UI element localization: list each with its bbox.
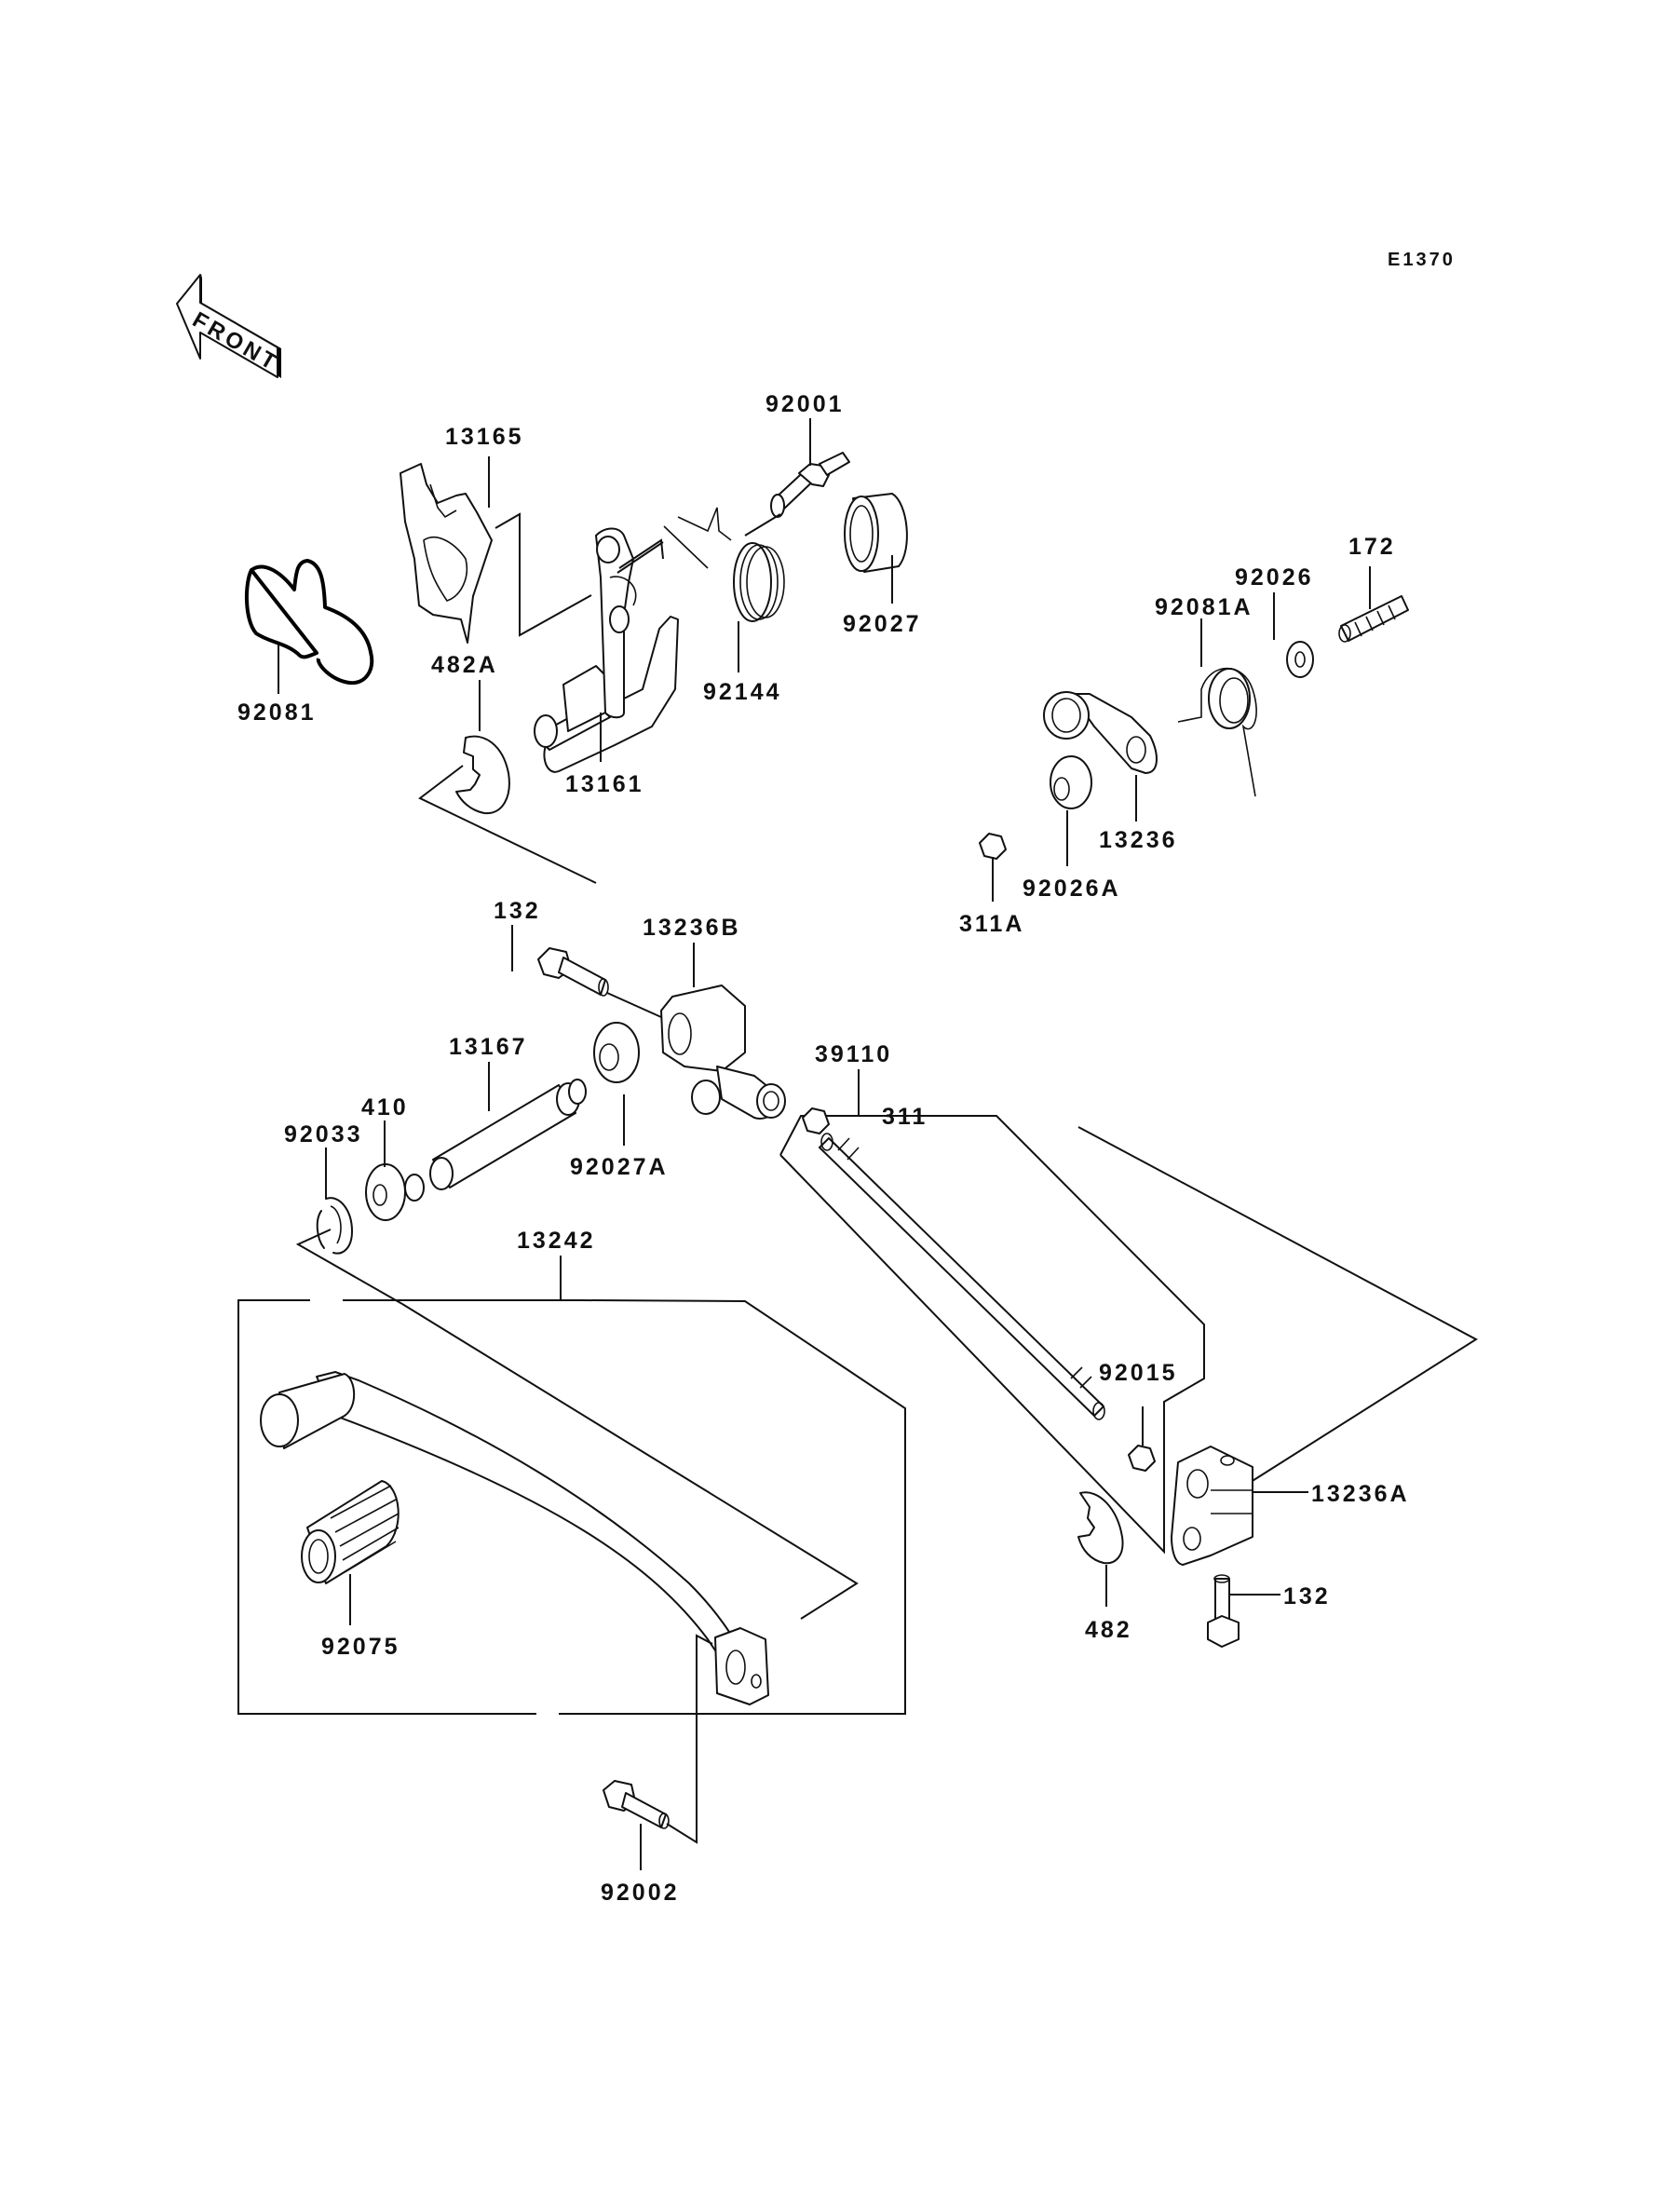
part-92001[interactable] (770, 452, 850, 518)
label-13165: 13165 (445, 424, 524, 450)
label-311A: 311A (959, 911, 1024, 937)
label-13242: 13242 (517, 1228, 596, 1254)
label-482A: 482A (431, 652, 498, 678)
label-92026: 92026 (1235, 564, 1314, 591)
part-132-lower[interactable] (1207, 1574, 1240, 1648)
part-13161[interactable] (534, 527, 679, 773)
label-92027: 92027 (843, 611, 922, 637)
part-92027A[interactable] (593, 1022, 640, 1083)
diagram-code: E1370 (1388, 250, 1456, 270)
part-172[interactable] (1338, 595, 1409, 643)
label-92015: 92015 (1099, 1360, 1178, 1386)
label-92027A: 92027A (570, 1154, 669, 1180)
part-92026A[interactable] (1050, 755, 1092, 809)
label-482: 482 (1085, 1617, 1132, 1643)
frame-13242-right (343, 1299, 906, 1715)
label-13236: 13236 (1099, 827, 1178, 853)
part-92002[interactable] (603, 1780, 670, 1829)
part-410[interactable] (365, 1163, 406, 1221)
link-92002-pedal (666, 1634, 713, 1844)
link-39110-frame (779, 1115, 1205, 1555)
leader-92144-link (616, 541, 664, 574)
label-92144: 92144 (703, 679, 782, 705)
label-13236A: 13236A (1311, 1481, 1410, 1507)
label-92002: 92002 (601, 1880, 680, 1906)
part-482A[interactable] (455, 735, 510, 815)
front-arrow-icon: FRONT (176, 274, 283, 378)
part-482[interactable] (1077, 1491, 1124, 1565)
leader-92033-link (295, 1229, 403, 1305)
label-92033: 92033 (284, 1121, 363, 1148)
label-13236B: 13236B (643, 915, 741, 941)
part-39110[interactable] (819, 1133, 1105, 1420)
frame-13242-top (237, 1299, 536, 1715)
leader-132-link (606, 992, 662, 1018)
label-92075: 92075 (321, 1634, 400, 1660)
part-92015[interactable] (1128, 1445, 1156, 1472)
part-13236[interactable] (1043, 691, 1158, 774)
leader-482A-link (418, 765, 597, 884)
part-92027[interactable] (844, 493, 908, 573)
part-13242[interactable] (260, 1371, 769, 1705)
part-13236B[interactable] (660, 985, 786, 1120)
part-132[interactable] (537, 947, 609, 997)
label-132-lower: 132 (1283, 1583, 1331, 1609)
label-92001: 92001 (765, 391, 845, 417)
label-92026A: 92026A (1023, 876, 1121, 902)
link-92033-pedal (401, 1303, 859, 1620)
label-410: 410 (361, 1094, 409, 1120)
label-311: 311 (882, 1104, 928, 1130)
part-92081[interactable] (244, 559, 374, 686)
label-132: 132 (494, 898, 541, 924)
label-92081: 92081 (237, 699, 317, 726)
part-92033[interactable] (316, 1197, 353, 1255)
label-13167: 13167 (449, 1034, 528, 1060)
label-39110: 39110 (815, 1041, 892, 1067)
part-311A[interactable] (979, 833, 1007, 860)
part-92026[interactable] (1286, 641, 1314, 678)
part-92144[interactable] (663, 507, 785, 622)
label-13161: 13161 (565, 771, 644, 797)
part-311[interactable] (802, 1107, 830, 1134)
label-172: 172 (1348, 534, 1396, 560)
leader-13161-link (618, 538, 664, 569)
part-92075[interactable] (301, 1480, 400, 1584)
part-13167[interactable] (404, 1079, 587, 1202)
link-13236B-13236A (1077, 1126, 1478, 1485)
part-13165[interactable] (400, 463, 493, 644)
part-13236A[interactable] (1171, 1446, 1253, 1566)
label-92081A: 92081A (1155, 594, 1253, 620)
leader-13165-link (495, 512, 592, 637)
leader-92001-link (744, 513, 781, 536)
part-92081A[interactable] (1177, 667, 1257, 797)
